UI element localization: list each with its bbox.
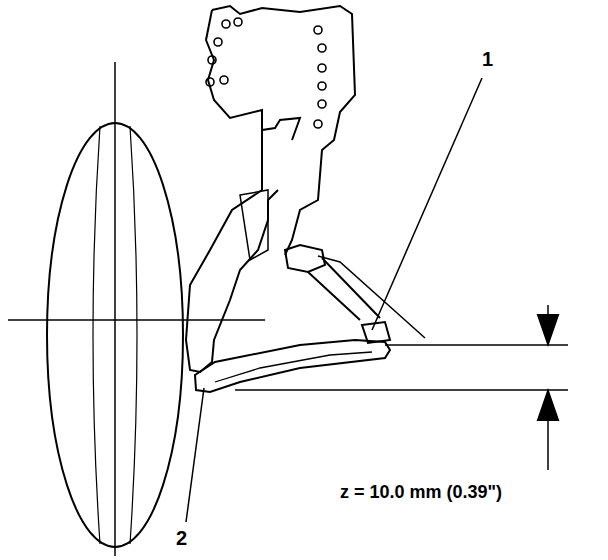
- lower-arm: [195, 340, 390, 392]
- spring-coils: [206, 18, 326, 128]
- callout-number: 1: [480, 48, 495, 71]
- strut-outline: [212, 6, 355, 255]
- callout-number: 2: [174, 527, 189, 550]
- dimension-label: z = 10.0 mm (0.39"): [338, 482, 504, 503]
- arm-bracket: [318, 256, 425, 338]
- dimension-line-lower: [235, 389, 568, 391]
- dimension-arrowhead: [538, 315, 558, 344]
- link-upper-bush: [285, 245, 325, 272]
- dimension-arrowhead: [538, 391, 558, 420]
- axle-centre-line: [8, 319, 265, 321]
- dimension-line-upper: [385, 344, 568, 346]
- leader-line: [372, 78, 482, 330]
- knuckle-boss: [240, 190, 268, 260]
- lower-arm-rib: [215, 352, 372, 382]
- knuckle: [186, 130, 278, 372]
- leader-line: [186, 388, 204, 522]
- wheel-centre-line: [114, 62, 116, 556]
- strut-outline-left: [206, 10, 300, 140]
